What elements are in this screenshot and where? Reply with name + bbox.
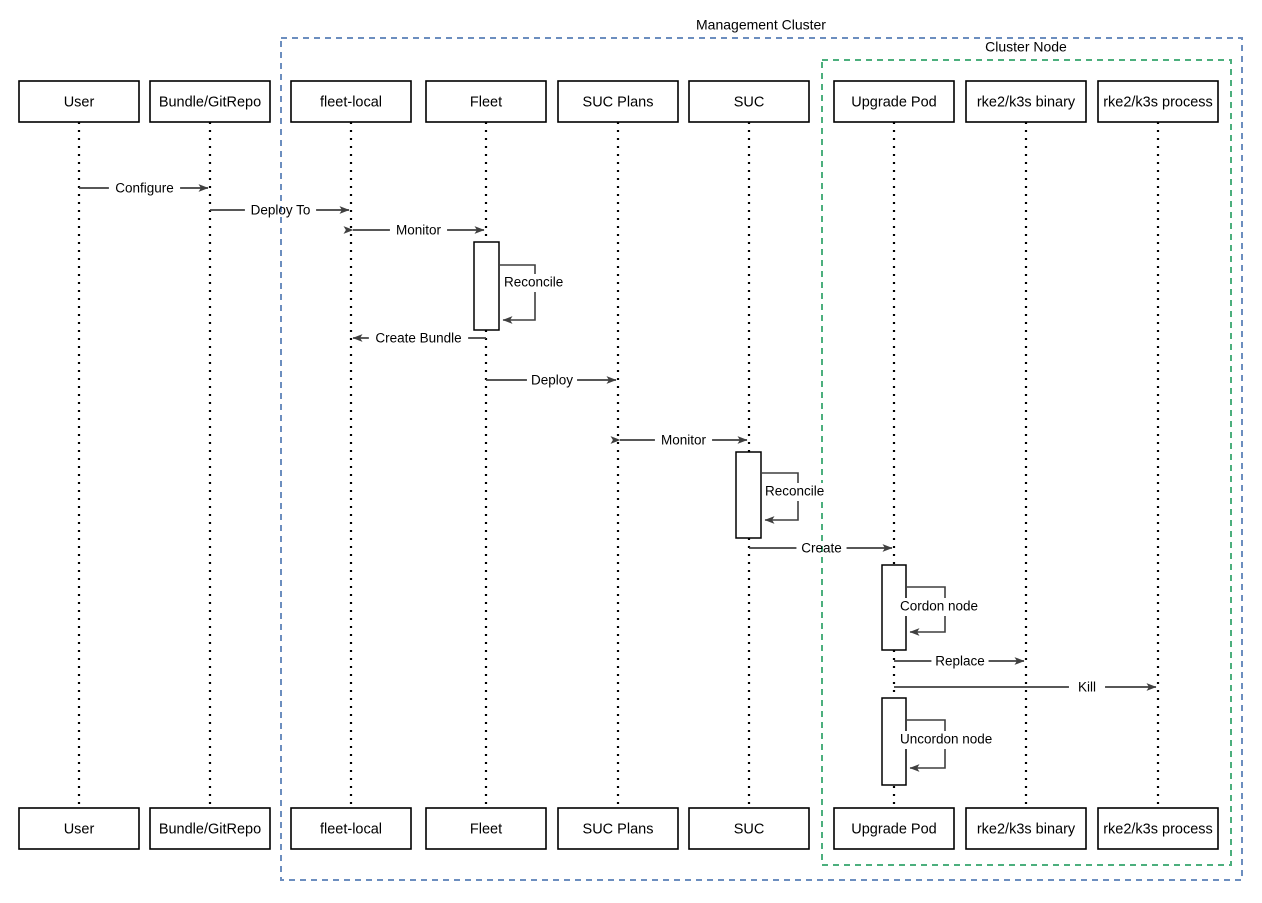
participant-label-rke2-process: rke2/k3s process [1103, 821, 1213, 837]
participant-box-rke2-process[interactable] [1097, 80, 1219, 123]
message-create: Create [749, 541, 893, 556]
message-label-monitor-fleet: Monitor [396, 223, 442, 238]
self-message-label-upgrade-pod-uncordon: Uncordon node [900, 732, 992, 747]
participant-box-user[interactable] [18, 807, 140, 850]
participant-label-fleet: Fleet [470, 94, 502, 110]
participant-user-top[interactable]: User [18, 80, 140, 123]
participant-box-suc[interactable] [688, 80, 810, 123]
participant-box-suc[interactable] [688, 807, 810, 850]
message-replace: Replace [894, 654, 1025, 669]
participant-rke2-binary-bottom[interactable]: rke2/k3s binary [965, 807, 1087, 850]
group-title-cluster-node: Cluster Node [985, 39, 1067, 55]
participant-label-suc: SUC [734, 821, 765, 837]
participant-box-fleet[interactable] [425, 80, 547, 123]
self-message-label-bg-suc-reconcile [762, 483, 834, 501]
message-monitor-suc: Monitor [610, 433, 748, 448]
message-configure: Configure [79, 181, 209, 196]
activation-fleet-reconcile: Reconcile [473, 241, 573, 331]
message-label-kill: Kill [1078, 680, 1096, 695]
participant-box-rke2-binary[interactable] [965, 807, 1087, 850]
participant-fleet-top[interactable]: Fleet [425, 80, 547, 123]
activation-upgrade-pod-uncordon: Uncordon node [881, 697, 997, 786]
participant-box-fleet-local[interactable] [290, 80, 412, 123]
participant-label-rke2-binary: rke2/k3s binary [977, 94, 1076, 110]
participant-box-fleet[interactable] [425, 807, 547, 850]
participant-box-suc-plans[interactable] [557, 807, 679, 850]
self-message-label-bg-upgrade-pod-cordon [897, 598, 983, 616]
message-label-deploy: Deploy [531, 373, 573, 388]
message-label-create: Create [801, 541, 842, 556]
participant-box-upgrade-pod[interactable] [833, 807, 955, 850]
self-message-line-fleet-reconcile [499, 264, 536, 324]
participant-box-bundle-gitrepo[interactable] [149, 807, 271, 850]
participant-label-suc-plans: SUC Plans [583, 821, 654, 837]
participant-label-suc: SUC [734, 94, 765, 110]
participant-upgrade-pod-bottom[interactable]: Upgrade Pod [833, 807, 955, 850]
participant-label-upgrade-pod: Upgrade Pod [851, 94, 936, 110]
participant-box-user[interactable] [18, 80, 140, 123]
participant-fleet-bottom[interactable]: Fleet [425, 807, 547, 850]
message-deploy-to: Deploy To [210, 203, 350, 218]
group-frame-cluster-node [821, 59, 1232, 866]
activation-bar-suc-reconcile [735, 451, 762, 539]
lifelines [77, 122, 1160, 808]
message-label-replace: Replace [935, 654, 985, 669]
self-message-label-suc-reconcile: Reconcile [765, 484, 824, 499]
participant-label-bundle-gitrepo: Bundle/GitRepo [159, 94, 261, 110]
participant-box-suc-plans[interactable] [557, 80, 679, 123]
self-message-label-bg-upgrade-pod-uncordon [897, 731, 997, 749]
self-message-label-fleet-reconcile: Reconcile [504, 275, 563, 290]
message-label-create-bundle: Create Bundle [375, 331, 461, 346]
participant-bundle-gitrepo-bottom[interactable]: Bundle/GitRepo [149, 807, 271, 850]
message-kill: Kill [894, 680, 1157, 695]
message-monitor-fleet: Monitor [343, 223, 485, 238]
participant-box-fleet-local[interactable] [290, 807, 412, 850]
participant-label-user: User [64, 94, 95, 110]
participant-box-rke2-binary[interactable] [965, 80, 1087, 123]
participant-boxes: UserUserBundle/GitRepoBundle/GitRepoflee… [18, 80, 1219, 850]
message-deploy: Deploy [486, 373, 617, 388]
participant-bundle-gitrepo-top[interactable]: Bundle/GitRepo [149, 80, 271, 123]
participant-fleet-local-bottom[interactable]: fleet-local [290, 807, 412, 850]
participant-box-bundle-gitrepo[interactable] [149, 80, 271, 123]
participant-label-rke2-process: rke2/k3s process [1103, 94, 1213, 110]
message-label-deploy-to: Deploy To [251, 203, 311, 218]
participant-rke2-process-bottom[interactable]: rke2/k3s process [1097, 807, 1219, 850]
participant-user-bottom[interactable]: User [18, 807, 140, 850]
message-label-monitor-suc: Monitor [661, 433, 707, 448]
participant-suc-plans-bottom[interactable]: SUC Plans [557, 807, 679, 850]
participant-label-rke2-binary: rke2/k3s binary [977, 821, 1076, 837]
participant-label-bundle-gitrepo: Bundle/GitRepo [159, 821, 261, 837]
participant-label-upgrade-pod: Upgrade Pod [851, 821, 936, 837]
participant-box-upgrade-pod[interactable] [833, 80, 955, 123]
activation-suc-reconcile: Reconcile [735, 451, 834, 539]
participant-label-fleet-local: fleet-local [320, 821, 382, 837]
self-message-label-bg-fleet-reconcile [501, 274, 573, 292]
participant-suc-plans-top[interactable]: SUC Plans [557, 80, 679, 123]
group-frame-management-cluster [280, 37, 1243, 881]
group-title-management-cluster: Management Cluster [696, 17, 826, 33]
participant-upgrade-pod-top[interactable]: Upgrade Pod [833, 80, 955, 123]
participant-label-suc-plans: SUC Plans [583, 94, 654, 110]
participant-box-rke2-process[interactable] [1097, 807, 1219, 850]
activation-upgrade-pod-cordon: Cordon node [881, 564, 983, 651]
participant-rke2-binary-top[interactable]: rke2/k3s binary [965, 80, 1087, 123]
participant-fleet-local-top[interactable]: fleet-local [290, 80, 412, 123]
activation-bar-fleet-reconcile [473, 241, 500, 331]
participant-suc-top[interactable]: SUC [688, 80, 810, 123]
message-label-configure: Configure [115, 181, 174, 196]
message-create-bundle: Create Bundle [352, 331, 486, 346]
self-message-label-upgrade-pod-cordon: Cordon node [900, 599, 978, 614]
participant-suc-bottom[interactable]: SUC [688, 807, 810, 850]
participant-label-fleet-local: fleet-local [320, 94, 382, 110]
participant-label-user: User [64, 821, 95, 837]
participant-label-fleet: Fleet [470, 821, 502, 837]
participant-rke2-process-top[interactable]: rke2/k3s process [1097, 80, 1219, 123]
